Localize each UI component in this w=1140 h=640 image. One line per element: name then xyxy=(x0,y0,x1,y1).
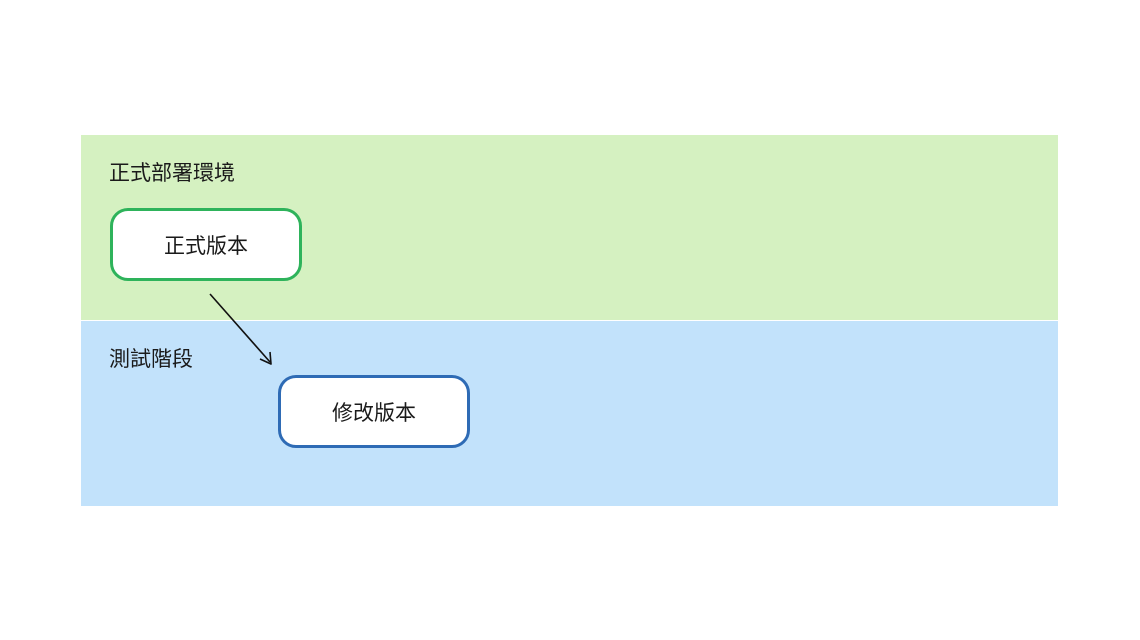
production-lane-label: 正式部署環境 xyxy=(109,161,235,185)
release-version-label: 正式版本 xyxy=(164,233,248,258)
testing-lane: 測試階段 xyxy=(81,321,1058,506)
testing-lane-label: 測試階段 xyxy=(109,347,193,371)
release-version-node[interactable]: 正式版本 xyxy=(110,208,302,281)
modified-version-node[interactable]: 修改版本 xyxy=(278,375,470,448)
modified-version-label: 修改版本 xyxy=(332,400,416,425)
